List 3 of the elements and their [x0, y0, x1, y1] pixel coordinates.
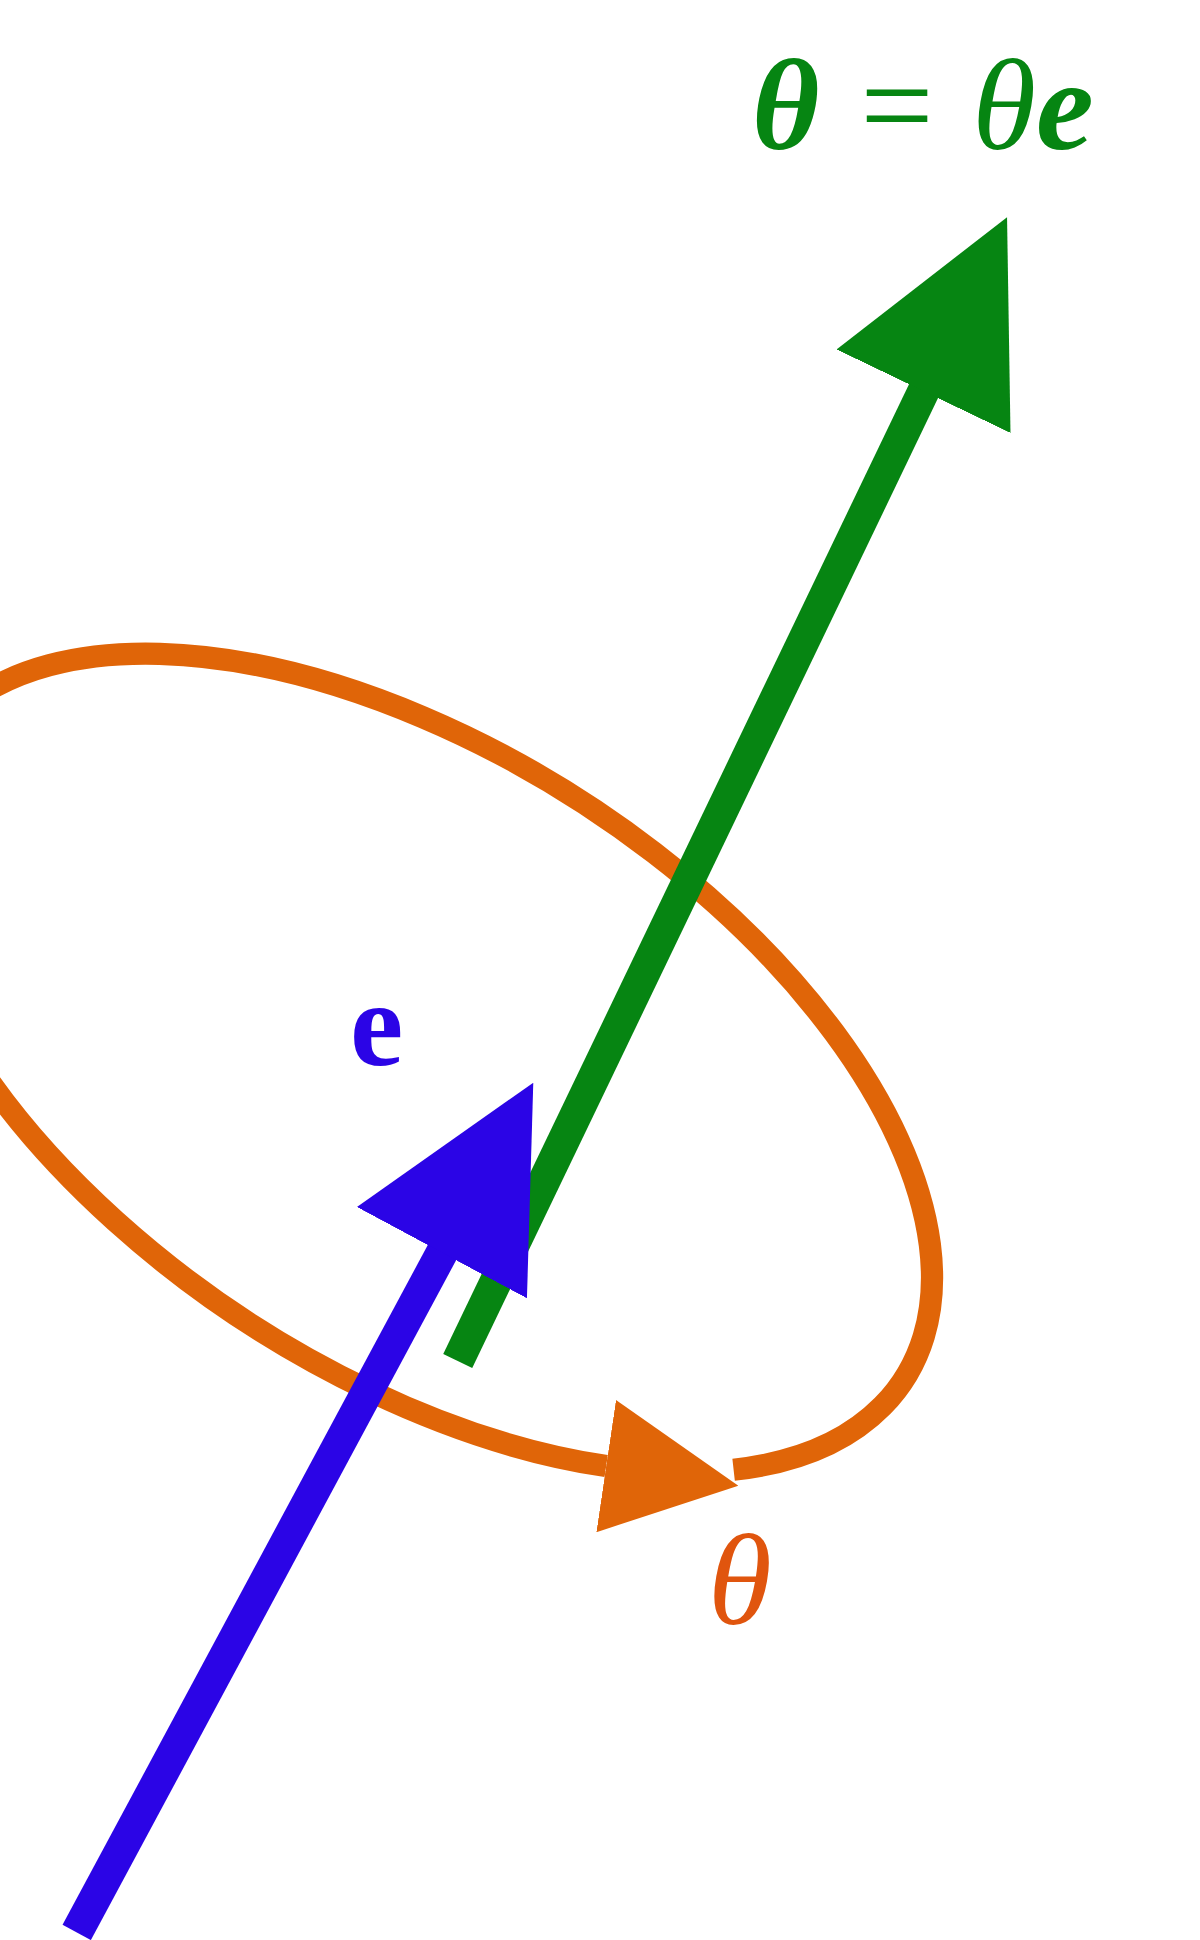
equation-label: θ = θe: [752, 40, 1094, 170]
vector-label: e: [350, 965, 404, 1085]
angle-label: θ: [708, 1515, 772, 1645]
